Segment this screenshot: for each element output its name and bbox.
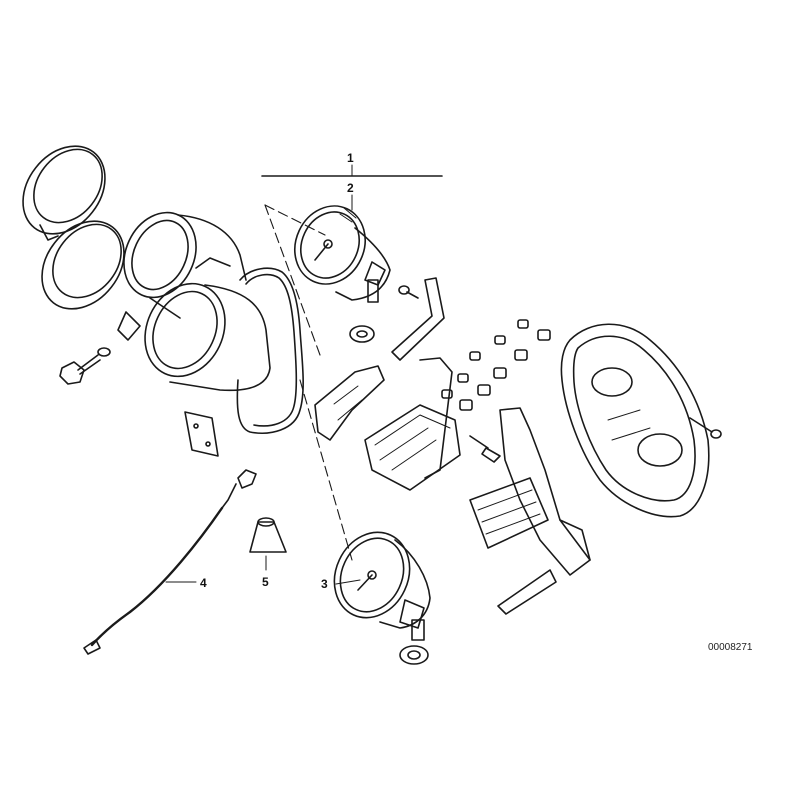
callout-3: 3 [321, 577, 328, 591]
phantom-lines [265, 205, 352, 560]
rear-cover [561, 324, 708, 516]
speedometer-cable [84, 470, 256, 654]
mounting-plate [185, 412, 218, 456]
tachometer-gauge [282, 194, 390, 302]
callout-4: 4 [200, 576, 207, 590]
hex-bolt-left [60, 348, 110, 384]
gasket [237, 268, 303, 433]
inner-carrier [315, 366, 384, 440]
callout-5: 5 [262, 575, 269, 589]
callout-1: 1 [347, 151, 354, 165]
lower-bracket [470, 408, 590, 614]
bezel-ring-upper [6, 130, 122, 250]
catalog-number: 00008271 [708, 642, 753, 653]
rubber-cap [250, 518, 286, 570]
callout-1-leader [262, 165, 442, 176]
nut-upper [350, 326, 374, 342]
instrument-housing [111, 201, 270, 391]
nut-lower [400, 646, 428, 664]
callout-3-leader [336, 580, 360, 584]
indicator-lamp-holder [365, 358, 460, 490]
screw-upper [399, 286, 418, 298]
screw-center [470, 436, 500, 462]
callout-2: 2 [347, 181, 354, 195]
bracket-strip [392, 278, 444, 360]
speedometer-gauge [321, 520, 430, 640]
screw-right [690, 418, 721, 438]
bulb-sockets [442, 320, 550, 410]
bezel-ring-lower [25, 205, 141, 325]
